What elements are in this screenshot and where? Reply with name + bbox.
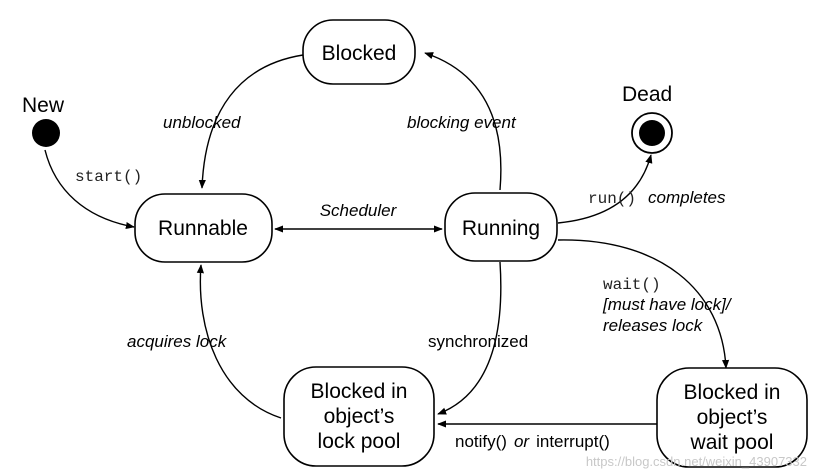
state-wait-pool-line1: Blocked in <box>684 381 781 404</box>
edge-blocking-event <box>424 52 502 191</box>
label-synchronized: synchronized <box>428 332 528 351</box>
label-run-completes: run() completes <box>588 188 726 208</box>
final-state-dot <box>639 120 665 146</box>
label-interrupt: interrupt() <box>536 432 610 451</box>
state-new-label: New <box>22 94 65 117</box>
label-notify: notify() <box>455 432 507 451</box>
state-wait-pool-box <box>656 367 808 468</box>
label-notify-interrupt: notify() or interrupt() <box>455 432 610 451</box>
edge-run-completes <box>557 154 653 224</box>
state-dead-label: Dead <box>622 83 672 106</box>
state-running-label: Running <box>462 217 540 240</box>
state-lock-pool-line2: object’s <box>324 405 395 428</box>
label-unblocked: unblocked <box>163 113 241 132</box>
label-run-code: run() <box>588 190 636 208</box>
edge-synchronized <box>437 261 502 415</box>
state-wait-pool-line3: wait pool <box>690 431 774 454</box>
edge-start <box>44 149 135 230</box>
label-scheduler: Scheduler <box>320 201 398 220</box>
state-lock-pool-line3: lock pool <box>318 430 401 453</box>
state-runnable-box <box>134 193 273 263</box>
state-running-box <box>444 192 558 262</box>
label-run-text: completes <box>648 188 726 207</box>
state-runnable-label: Runnable <box>158 217 248 240</box>
state-lock-pool-box <box>283 366 435 467</box>
state-wait-pool-line2: object’s <box>697 406 768 429</box>
label-blocking-event: blocking event <box>407 113 517 132</box>
watermark: https://blog.csdn.net/weixin_43907332 <box>586 454 807 469</box>
state-lock-pool-line1: Blocked in <box>311 380 408 403</box>
label-wait-code: wait() <box>603 276 661 294</box>
label-wait-line2: [must have lock]/ <box>602 295 733 314</box>
label-or: or <box>514 432 530 451</box>
state-blocked-label: Blocked <box>322 42 397 65</box>
initial-state-dot <box>32 119 60 147</box>
edge-wait <box>557 239 730 369</box>
label-acquires-lock: acquires lock <box>127 332 228 351</box>
label-start: start() <box>75 168 142 186</box>
label-wait-line3: releases lock <box>603 316 704 335</box>
edge-unblocked <box>198 54 304 189</box>
edge-acquires-lock <box>196 264 282 419</box>
state-blocked-box <box>302 19 416 85</box>
